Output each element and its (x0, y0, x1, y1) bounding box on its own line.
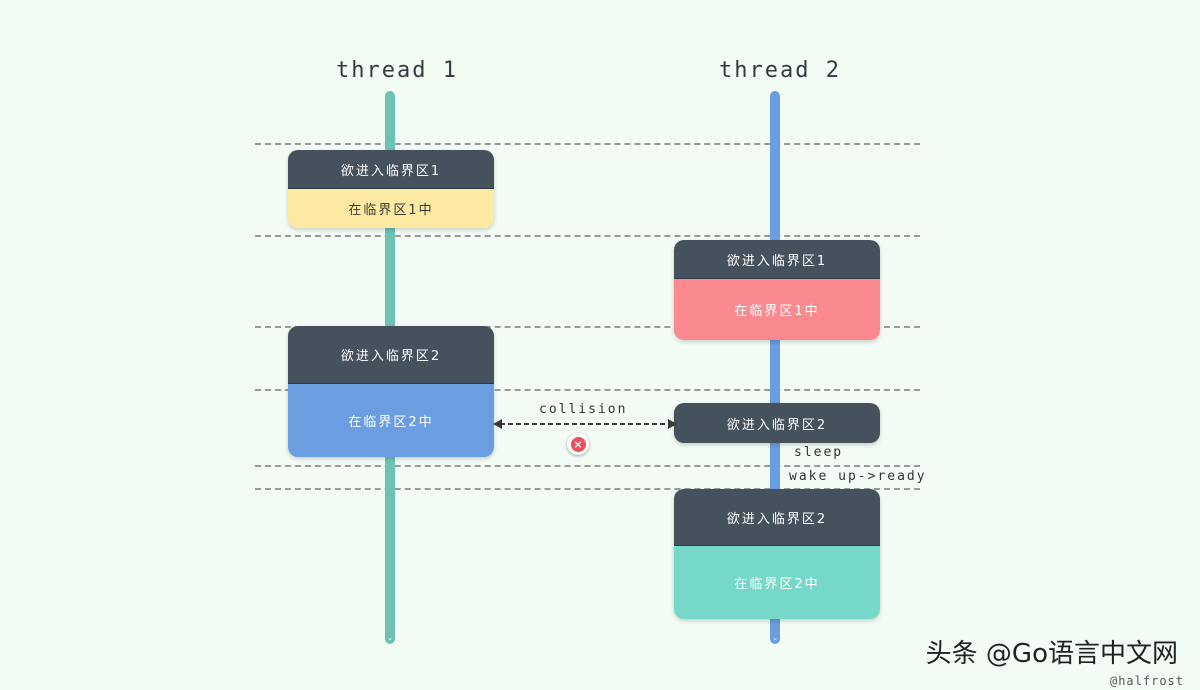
thread-2-block-2: 欲进入临界区2 (674, 403, 880, 443)
dashed-divider (255, 326, 920, 328)
thread-2-title: thread 2 (719, 58, 841, 83)
block-header: 欲进入临界区1 (674, 240, 880, 278)
thread-1-title: thread 1 (336, 58, 458, 83)
chevron-down-icon: ⌄ (386, 633, 394, 642)
block-header: 欲进入临界区1 (288, 150, 494, 188)
block-header: 欲进入临界区2 (674, 403, 880, 443)
block-body: 在临界区2中 (674, 545, 880, 619)
block-body: 在临界区1中 (288, 188, 494, 228)
dashed-divider (255, 465, 920, 467)
credit-text: @halfrost (1109, 674, 1184, 688)
thread-1-block-2: 欲进入临界区2 在临界区2中 (288, 326, 494, 457)
dashed-divider (255, 235, 920, 237)
chevron-down-icon: ⌄ (771, 633, 779, 642)
wakeup-label: wake up->ready (789, 469, 927, 484)
watermark-text: 头条 @Go语言中文网 (925, 639, 1178, 669)
block-header: 欲进入临界区2 (674, 489, 880, 545)
block-body: 在临界区2中 (288, 383, 494, 457)
thread-1-block-1: 欲进入临界区1 在临界区1中 (288, 150, 494, 228)
block-header: 欲进入临界区2 (288, 326, 494, 383)
dashed-divider (255, 488, 920, 490)
thread-2-axis: ⌄ (770, 91, 780, 644)
thread-2-block-1: 欲进入临界区1 在临界区1中 (674, 240, 880, 340)
thread-2-block-3: 欲进入临界区2 在临界区2中 (674, 489, 880, 619)
sleep-label: sleep (794, 445, 844, 460)
dashed-divider (255, 143, 920, 145)
collision-arrow (493, 419, 677, 429)
collision-label: collision (539, 402, 628, 417)
close-circle-icon: × (567, 433, 589, 455)
block-body: 在临界区1中 (674, 278, 880, 340)
dashed-divider (255, 389, 920, 391)
